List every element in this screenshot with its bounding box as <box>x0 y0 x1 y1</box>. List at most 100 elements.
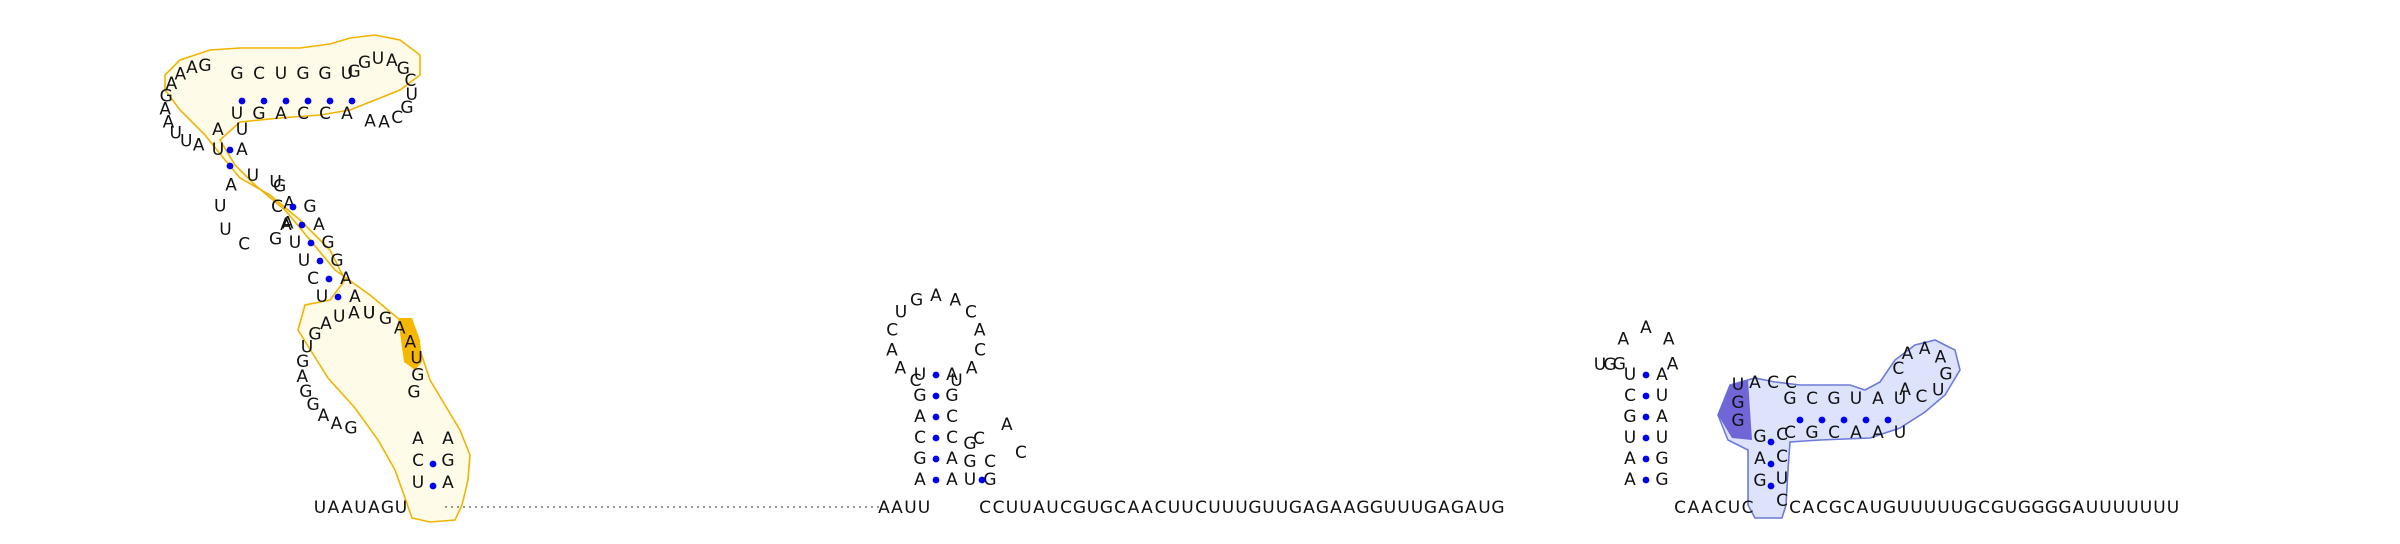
linear-nucleotide: G <box>1370 498 1383 518</box>
right-stem-nucleotide: U <box>1894 423 1906 443</box>
linear-nucleotide: U <box>1951 498 1963 518</box>
loop-nucleotide: C <box>1015 443 1027 463</box>
linear-nucleotide: U <box>1262 498 1274 518</box>
left-loop-nucleotide: A <box>193 136 205 156</box>
linear-nucleotide: C <box>1715 498 1727 518</box>
left-loop-nucleotide: G <box>397 59 410 79</box>
left-loop-nucleotide: A <box>318 406 330 426</box>
linear-nucleotide: U <box>1411 498 1423 518</box>
left-stem-nucleotide: U <box>231 104 243 124</box>
stem-nucleotide: U <box>1624 428 1636 448</box>
left-stem-nucleotide: A <box>442 429 454 449</box>
linear-nucleotide: U <box>354 498 366 518</box>
right-stem-nucleotide: C <box>1776 491 1788 511</box>
stem-nucleotide: U <box>964 470 976 490</box>
linear-nucleotide: G <box>2058 498 2071 518</box>
base-pair-dot <box>429 460 437 468</box>
base-pair-dot <box>348 97 356 105</box>
left-loop-nucleotide: U <box>214 197 226 217</box>
loop-nucleotide: A <box>1618 330 1630 350</box>
linear-nucleotide: G <box>2045 498 2058 518</box>
stem-nucleotide: U <box>914 365 926 385</box>
right-stem-nucleotide: A <box>1872 389 1884 409</box>
base-pair-dot <box>307 239 315 247</box>
linear-nucleotide: U <box>1006 498 1018 518</box>
linear-nucleotide: U <box>1208 498 1220 518</box>
linear-nucleotide: A <box>1688 498 1700 518</box>
linear-nucleotide: G <box>2018 498 2031 518</box>
left-loop-nucleotide: A <box>320 314 332 334</box>
linear-nucleotide: A <box>1438 498 1450 518</box>
linear-nucleotide: U <box>2086 498 2098 518</box>
left-stem-nucleotide: A <box>442 473 454 493</box>
stem-nucleotide: G <box>1623 407 1636 427</box>
linear-nucleotide: G <box>1289 498 1302 518</box>
left-stem-nucleotide: U <box>212 140 224 160</box>
linear-nucleotide: C <box>1843 498 1855 518</box>
stem-nucleotide: G <box>963 452 976 472</box>
left-stem-nucleotide: G <box>330 251 343 271</box>
left-loop-nucleotide: A <box>159 99 171 119</box>
loop-nucleotide: C <box>886 320 898 340</box>
base-pair-dot <box>298 221 306 229</box>
left-stem-nucleotide: U <box>412 473 424 493</box>
left-loop-nucleotide: U <box>219 220 231 240</box>
base-pair-dot <box>1767 482 1775 490</box>
left-stem-nucleotide: C <box>319 104 331 124</box>
left-loop-nucleotide: U <box>180 131 192 151</box>
left-loop-nucleotide: A <box>405 332 417 352</box>
base-pair-dot <box>1818 416 1826 424</box>
stem-nucleotide: A <box>914 470 926 490</box>
stem-nucleotide: C <box>946 428 958 448</box>
left-stem-nucleotide: U <box>289 233 301 253</box>
loop-nucleotide: A <box>930 286 942 306</box>
base-pair-dot <box>325 275 333 283</box>
linear-nucleotide: G <box>1991 498 2004 518</box>
left-stem-nucleotide: U <box>236 120 248 140</box>
stem-nucleotide: G <box>913 449 926 469</box>
linear-nucleotide: G <box>1100 498 1113 518</box>
linear-nucleotide: A <box>1330 498 1342 518</box>
base-pair-dot <box>1642 455 1650 463</box>
left-stem-nucleotide: U <box>341 64 353 84</box>
base-pair-dot <box>1796 416 1804 424</box>
stem-nucleotide: G <box>945 386 958 406</box>
right-stem-nucleotide: G <box>1783 389 1796 409</box>
base-pair-dot <box>334 293 342 301</box>
base-pair-dots <box>226 97 1892 490</box>
stem-nucleotide: C <box>946 407 958 427</box>
linear-nucleotide: U <box>2099 498 2111 518</box>
loop-nucleotide: C <box>965 303 977 323</box>
base-pair-dot <box>1884 416 1892 424</box>
linear-nucleotide: A <box>878 498 890 518</box>
left-stem-nucleotide: G <box>303 197 316 217</box>
linear-nucleotide: C <box>993 498 1005 518</box>
left-loop-nucleotide: A <box>282 214 294 234</box>
base-pair-dot <box>932 371 940 379</box>
base-pair-dot <box>1642 434 1650 442</box>
linear-nucleotide: A <box>328 498 340 518</box>
linear-nucleotide: C <box>1742 498 1754 518</box>
left-stem-nucleotide: G <box>230 64 243 84</box>
stem-nucleotide: C <box>914 428 926 448</box>
left-stem-nucleotide: G <box>296 64 309 84</box>
left-loop-nucleotide: U <box>269 173 281 193</box>
loop-nucleotide: A <box>1640 318 1652 338</box>
linear-nucleotide: A <box>1128 498 1140 518</box>
right-stem-nucleotide: U <box>1850 389 1862 409</box>
linear-nucleotide: A <box>1465 498 1477 518</box>
stem-nucleotide: A <box>946 449 958 469</box>
linear-nucleotide: C <box>1674 498 1686 518</box>
stem-nucleotide: C <box>1624 386 1636 406</box>
stem-nucleotide: G <box>963 434 976 454</box>
left-loop-nucleotide: U <box>301 337 313 357</box>
linear-nucleotide: U <box>1222 498 1234 518</box>
right-loop-nucleotide: A <box>1899 380 1911 400</box>
linear-nucleotide: U <box>1924 498 1936 518</box>
left-loop-nucleotide: A <box>331 414 343 434</box>
left-loop-nucleotide: G <box>273 176 286 196</box>
base-pair-dot <box>1642 476 1650 484</box>
linear-nucleotide: C <box>1114 498 1126 518</box>
